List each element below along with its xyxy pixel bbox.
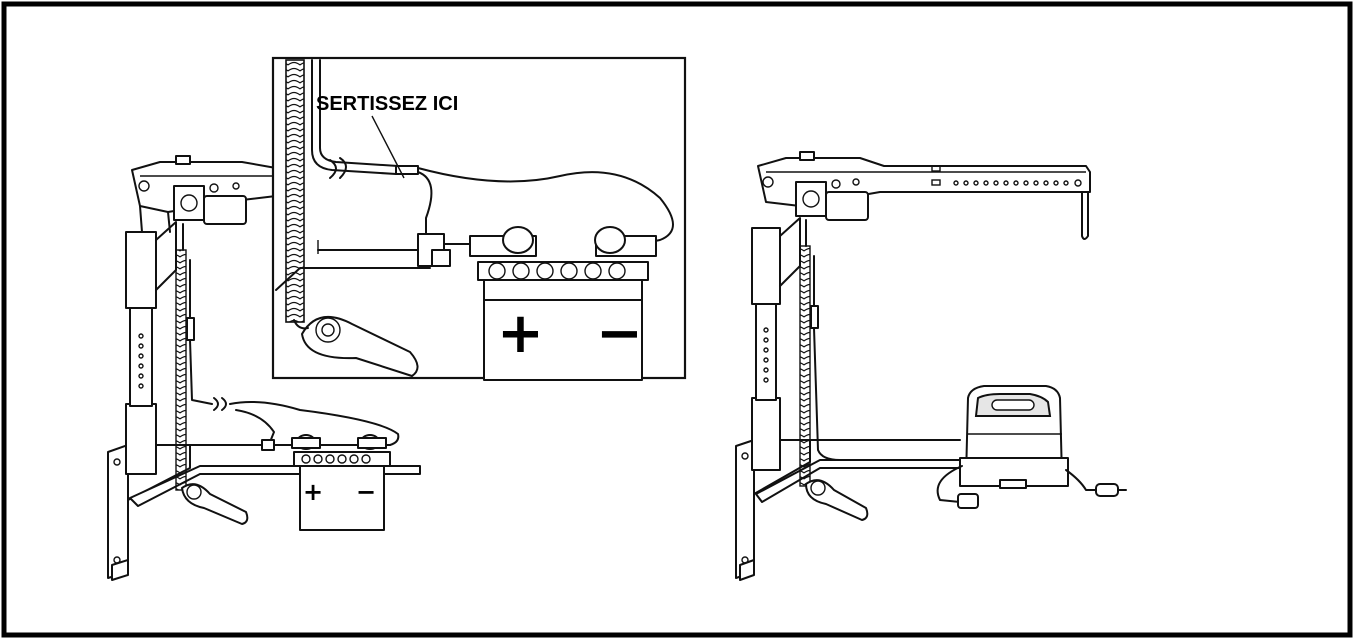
battery-negative-label: − (356, 478, 376, 506)
left-clamp (173, 185, 205, 221)
battery-charger (936, 385, 1127, 509)
left-middle-mast (129, 299, 153, 407)
right-lift-figure (735, 151, 1127, 581)
inset-battery: + − (469, 226, 657, 381)
right-coiled-cable (799, 245, 811, 487)
right-clamp (795, 181, 827, 217)
battery-positive-label: + (303, 478, 323, 506)
charger-plug (957, 493, 979, 509)
right-hand-control (805, 479, 869, 521)
left-coiled-cable (175, 249, 187, 491)
right-lower-mast (751, 397, 781, 471)
crimp-callout-leader (371, 115, 405, 179)
inset-terminal-negative (594, 226, 626, 254)
inset-detail: + − SERTISSEZ ICI (271, 56, 687, 381)
inset-terminal-positive (502, 226, 534, 254)
left-battery: + − (291, 434, 391, 531)
right-upper-mast (751, 227, 781, 305)
charger-cigarette-plug (1095, 483, 1119, 497)
crimp-connector (395, 165, 419, 175)
left-lift-figure: + − (107, 155, 421, 581)
left-hand-control (181, 483, 249, 525)
inset-hand-control (301, 316, 419, 377)
right-boom-strap (1081, 191, 1089, 240)
right-motor (825, 191, 869, 221)
inset-negative-label: − (596, 301, 643, 366)
inset-positive-label: + (497, 301, 544, 366)
left-upper-mast (125, 231, 157, 309)
left-motor (203, 195, 247, 225)
left-lower-mast (125, 403, 157, 475)
inset-coiled-cable (285, 59, 305, 323)
crimp-callout-label: SERTISSEZ ICI (316, 93, 458, 115)
